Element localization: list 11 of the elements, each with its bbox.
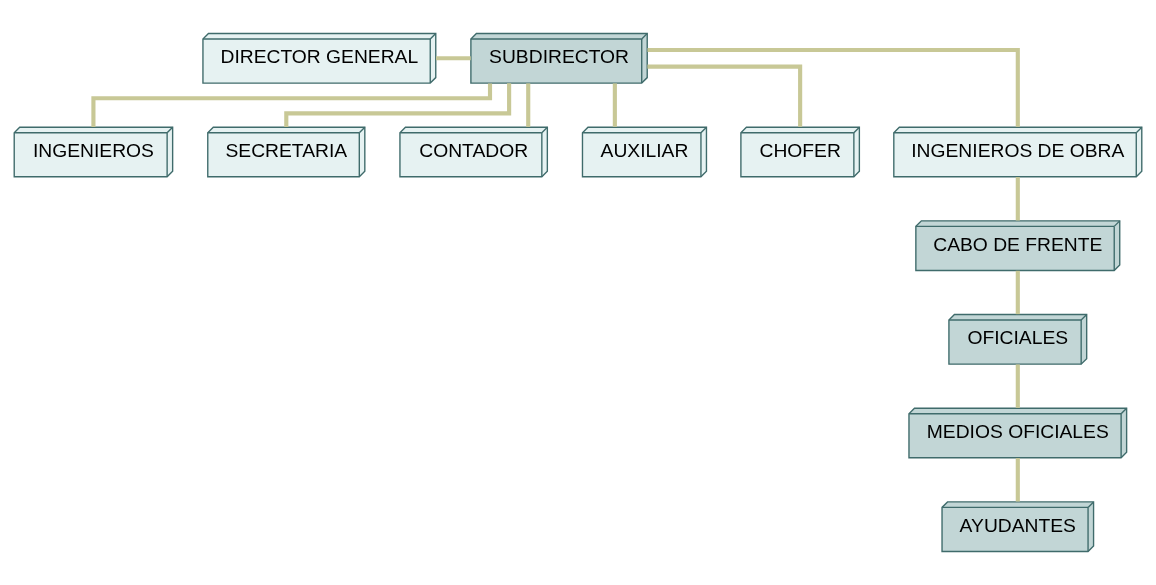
connector	[284, 83, 512, 127]
connector	[647, 47, 1020, 127]
connector	[1015, 458, 1020, 502]
connector	[526, 83, 531, 127]
connector	[647, 64, 803, 127]
connector	[1015, 364, 1020, 408]
connector	[1015, 270, 1020, 315]
connector	[91, 83, 493, 127]
connector	[612, 83, 617, 127]
connector	[436, 56, 471, 61]
connector	[1015, 177, 1020, 221]
